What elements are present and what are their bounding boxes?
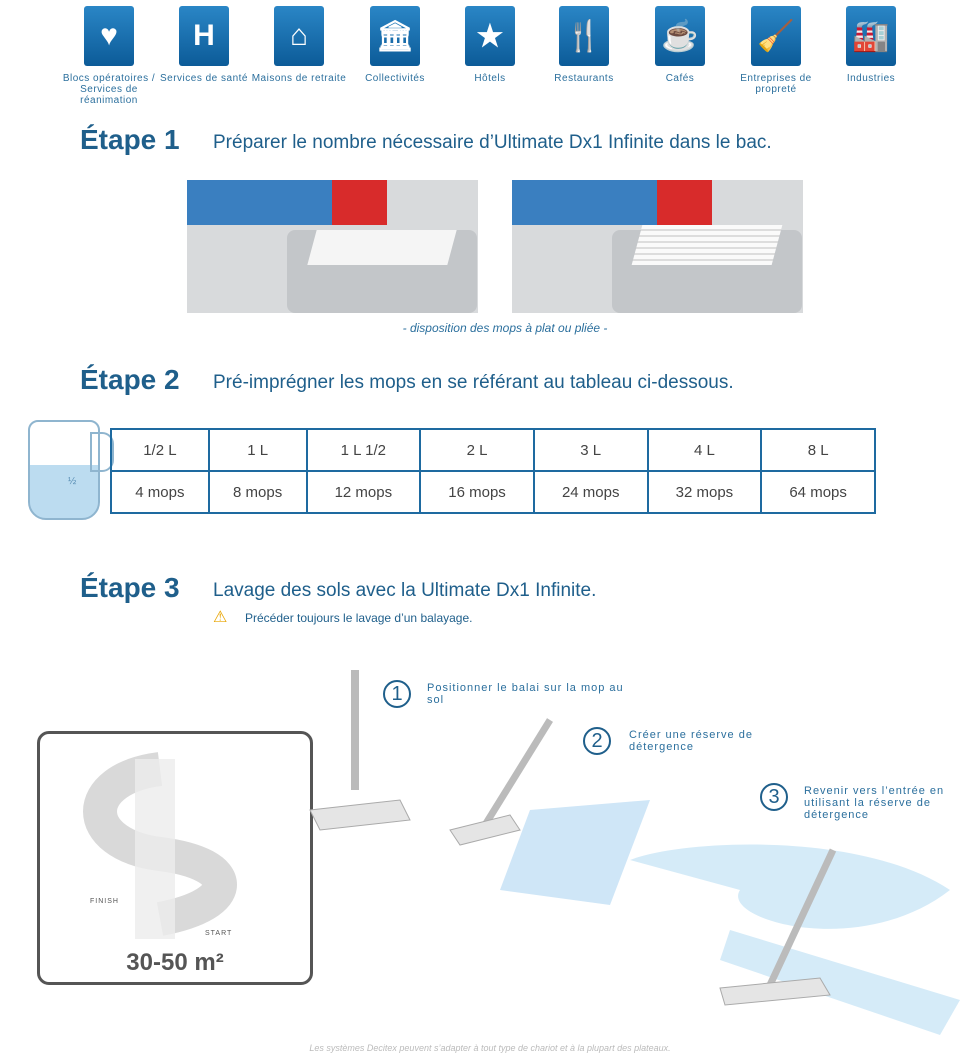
sector-label: Industries [846,73,896,84]
cleaner-icon: 🧹 [751,6,801,66]
step3-text: Lavage des sols avec la Ultimate Dx1 Inf… [213,580,597,601]
sector-label: Restaurants [554,73,614,84]
volume-cell: 8 L [760,428,876,472]
sector-label: Services de santé [160,73,248,84]
instruction-text: Positionner le balai sur la mop au sol [427,682,624,706]
mops-cell: 12 mops [305,470,422,514]
finish-label: FINISH [90,898,119,905]
hospital-icon: H [179,6,229,66]
mops-cell: 24 mops [532,470,649,514]
area-label: 30-50 m² [126,949,224,976]
warning-text: Précéder toujours le lavage d’un balayag… [245,611,473,625]
snake-path-diagram [83,752,237,939]
tray-caption: - disposition des mops à plat ou pliée - [402,321,608,335]
mops-cell: 16 mops [419,470,535,514]
step3-title: Étape 3 [80,572,180,603]
mops-cell: 64 mops [760,470,876,514]
volume-cell: 3 L [532,428,649,472]
footer-note: Les systèmes Decitex peuvent s’adapter à… [309,1043,671,1053]
mops-cell: 8 mops [207,470,308,514]
mops-cell: 4 mops [110,470,210,514]
sector-label: Blocs opératoires / Services de réanimat… [62,73,156,106]
volume-cell: 1/2 L [110,428,210,472]
jug-half-mark: ½ [68,476,77,487]
sector-label: Maisons de retraite [251,73,347,84]
coffee-cup-icon: ☕ [655,6,705,66]
measuring-jug-icon: ½ [28,412,114,524]
sector-label: Hôtels [474,73,506,84]
sector-label: Cafés [665,73,695,84]
tray-folded-image [512,180,803,313]
instruction-text: Créer une réserve de détergence [629,729,753,753]
volume-cell: 1 L [207,428,308,472]
step2-title: Étape 2 [80,364,180,395]
step-number-2: 2 [583,727,611,755]
volume-cell: 2 L [419,428,535,472]
warning-icon: ⚠ [213,609,228,626]
step1-text: Préparer le nombre nécessaire d’Ultimate… [213,132,772,153]
volume-cell: 1 L 1/2 [305,428,422,472]
step1-title: Étape 1 [80,124,180,155]
step2-text: Pré-imprégner les mops en se référant au… [213,372,734,393]
mops-cell: 32 mops [646,470,763,514]
tray-flat-image [187,180,478,313]
snake-pattern-box: FINISH START 30-50 m² [37,731,313,985]
heart-pulse-icon: ♥ [84,6,134,66]
elderly-person-icon: ⌂ [274,6,324,66]
instruction-text: Revenir vers l’entrée en utilisant la ré… [804,785,945,821]
start-label: START [205,930,233,937]
sector-label: Entreprises de propreté [740,73,812,95]
fork-knife-icon: 🍴 [559,6,609,66]
step-number-3: 3 [760,783,788,811]
sector-label: Collectivités [365,73,425,84]
hotel-bed-icon: ★ [465,6,515,66]
factory-icon: 🏭 [846,6,896,66]
volume-cell: 4 L [646,428,763,472]
public-building-icon: 🏛 [370,6,420,66]
step-number-1: 1 [383,680,411,708]
mopping-steps-illustration [309,670,960,1035]
